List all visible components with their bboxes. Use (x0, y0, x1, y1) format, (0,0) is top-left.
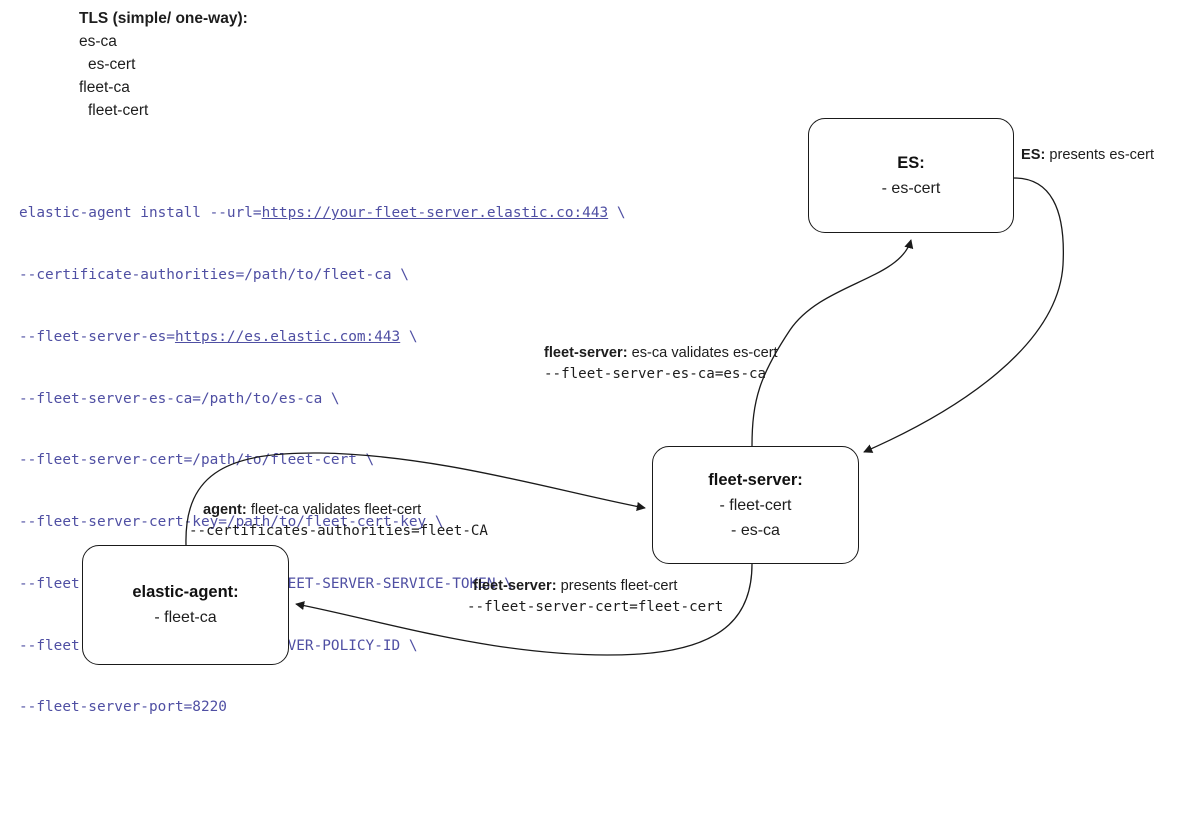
edge-label-fleet-server-presents-line: fleet-server: presents fleet-cert (473, 576, 723, 597)
node-es[interactable]: ES: - es-cert (808, 118, 1014, 233)
edge-label-fleet-server-validates-text: es-ca validates es-cert (627, 345, 778, 361)
command-line-5-pre: --fleet-server-cert=/path/to/fleet-cert … (19, 452, 375, 469)
edge-label-fleet-server-presents-flag: --fleet-server-cert=fleet-cert (467, 599, 724, 615)
edge-label-fleet-server-validates: fleet-server: es-ca validates es-cert --… (544, 343, 778, 385)
node-fleet-server-title: fleet-server: (708, 470, 803, 489)
node-elastic-agent[interactable]: elastic-agent: - fleet-ca (82, 545, 289, 665)
command-line-9: --fleet-server-port=8220 (19, 697, 625, 718)
tls-legend: TLS (simple/ one-way): es-ca es-cert fle… (79, 7, 248, 122)
node-fleet-server[interactable]: fleet-server: - fleet-cert - es-ca (652, 446, 859, 564)
node-fleet-server-line-2: - es-ca (731, 521, 780, 539)
edge-label-fleet-server-presents-text: presents fleet-cert (556, 578, 678, 594)
command-line-4: --fleet-server-es-ca=/path/to/es-ca \ (19, 389, 625, 410)
command-line-2-pre: --certificate-authorities=/path/to/fleet… (19, 266, 409, 283)
command-line-9-pre: --fleet-server-port=8220 (19, 699, 227, 716)
edge-label-es-presents-actor: ES: (1021, 147, 1046, 163)
command-line-4-pre: --fleet-server-es-ca=/path/to/es-ca \ (19, 390, 340, 407)
tls-legend-item-es-cert: es-cert (88, 56, 136, 73)
edge-label-agent-validates-line: agent: fleet-ca validates fleet-cert (203, 500, 488, 521)
edge-label-fleet-server-validates-actor: fleet-server: (544, 345, 628, 361)
node-es-title: ES: (897, 153, 925, 172)
command-line-1-pre: elastic-agent install --url= (19, 205, 262, 222)
edge-label-agent-validates-flag: --certificates-authorities=fleet-CA (189, 523, 488, 539)
command-line-1-post: \ (608, 205, 626, 222)
command-line-3-post: \ (400, 328, 418, 345)
edge-label-fleet-server-presents-actor: fleet-server: (473, 578, 557, 594)
edge-label-fleet-server-validates-line: fleet-server: es-ca validates es-cert (544, 343, 778, 364)
edge-label-fleet-server-presents: fleet-server: presents fleet-cert --flee… (467, 576, 723, 618)
node-elastic-agent-line-1: - fleet-ca (154, 609, 217, 626)
node-es-line-1: - es-cert (881, 179, 941, 197)
command-line-3: --fleet-server-es=https://es.elastic.com… (19, 327, 625, 348)
command-line-3-pre: --fleet-server-es= (19, 328, 175, 345)
node-elastic-agent-title: elastic-agent: (132, 583, 239, 601)
command-line-5: --fleet-server-cert=/path/to/fleet-cert … (19, 450, 625, 471)
tls-legend-item-fleet-cert: fleet-cert (88, 102, 149, 119)
edge-label-agent-validates-actor: agent: (203, 502, 247, 518)
es-url-link[interactable]: https://es.elastic.com:443 (174, 328, 401, 345)
edge-label-fleet-server-validates-flag: --fleet-server-es-ca=es-ca (544, 366, 767, 382)
command-line-1: elastic-agent install --url=https://your… (19, 203, 625, 224)
edge-label-es-presents: ES: presents es-cert (1021, 145, 1154, 166)
fleet-server-url-link[interactable]: https://your-fleet-server.elastic.co:443 (261, 205, 609, 222)
tls-legend-item-fleet-ca: fleet-ca (79, 79, 130, 96)
tls-legend-title: TLS (simple/ one-way): (79, 10, 248, 27)
node-fleet-server-line-1: - fleet-cert (719, 496, 792, 514)
edge-label-agent-validates: agent: fleet-ca validates fleet-cert --c… (189, 500, 488, 542)
tls-legend-item-es-ca: es-ca (79, 33, 117, 50)
edge-label-es-presents-text: presents es-cert (1045, 147, 1155, 163)
edge-label-es-presents-line: ES: presents es-cert (1021, 145, 1154, 166)
edge-label-agent-validates-text: fleet-ca validates fleet-cert (246, 502, 422, 518)
command-line-2: --certificate-authorities=/path/to/fleet… (19, 265, 625, 286)
